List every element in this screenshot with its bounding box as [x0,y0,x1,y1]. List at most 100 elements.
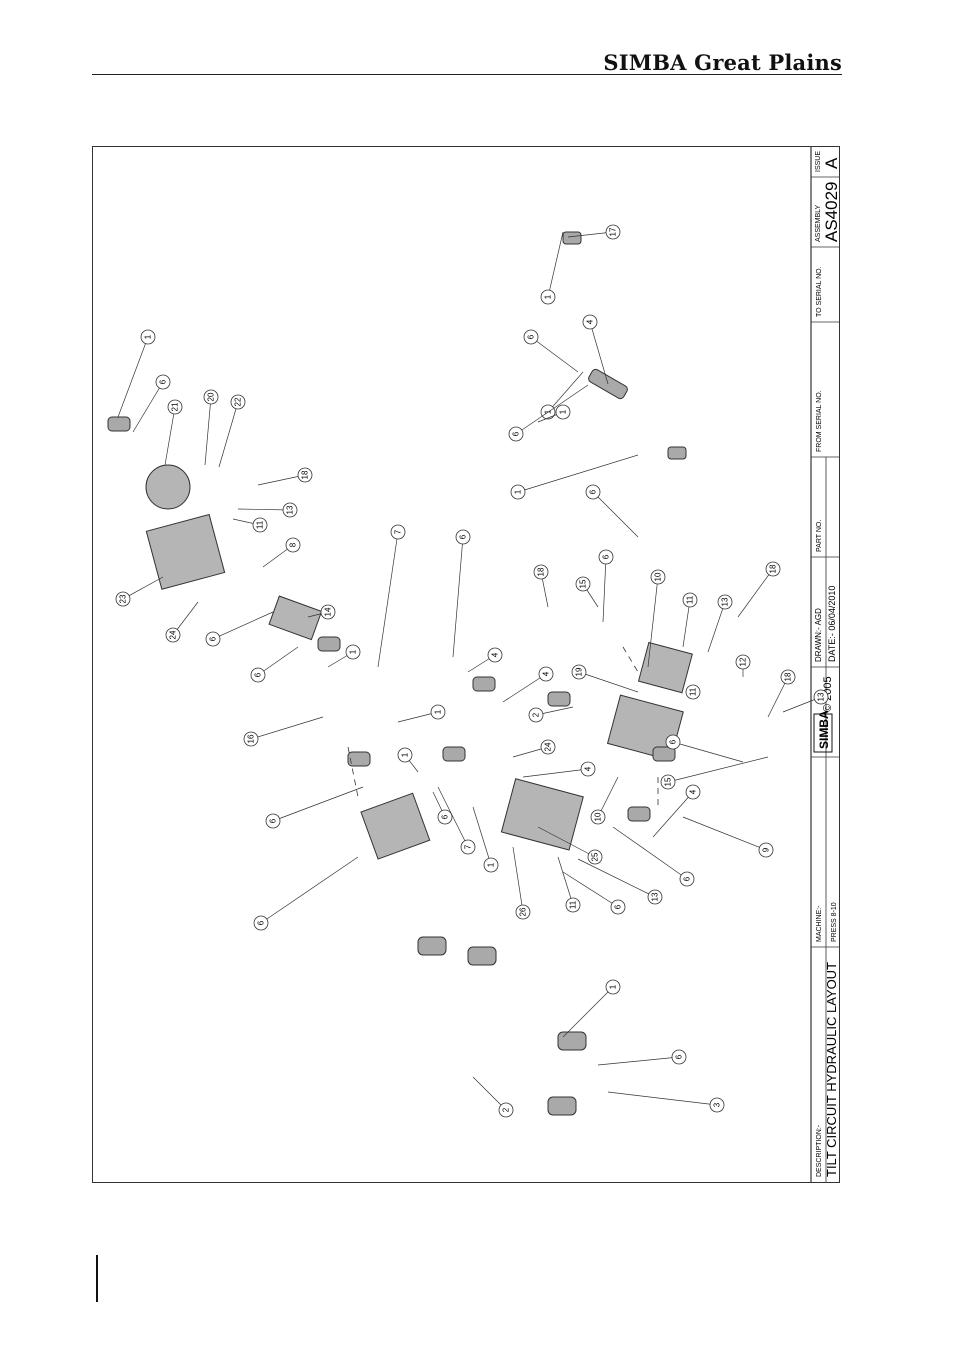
callout-leader [672,741,744,763]
callout-balloon [575,576,591,592]
callout-leader [537,826,596,858]
callout-leader [652,791,694,838]
callout-number: 1 [544,294,553,299]
callout-balloon [709,1097,725,1113]
callout-number: 24 [544,742,553,751]
callout-number: 24 [169,630,178,639]
callout-balloon [455,529,471,545]
coupling-icon [557,1031,587,1051]
coupling-icon [467,946,497,966]
callout-leader [547,231,564,298]
callout-balloon [345,644,361,660]
fitting-icon [547,691,571,707]
callout-number: 13 [651,892,660,901]
callout-balloon [555,404,571,420]
callout-number: 11 [686,595,695,604]
callout-leader [530,336,579,373]
callout-leader [218,401,239,468]
callout-balloon [610,899,626,915]
callout-number: 3 [713,1102,722,1107]
filter-icon [268,595,323,641]
callout-number: 15 [664,777,673,786]
callout-number: 6 [669,739,678,744]
callout-leader [682,599,691,648]
callout-leader [237,508,291,511]
callout-number: 20 [207,392,216,401]
manifold-block-icon [637,641,693,694]
callout-balloon [660,774,676,790]
callout-balloon [155,374,171,390]
fitting-icon [562,231,582,245]
callout-balloon [483,857,499,873]
callout-balloon [523,329,539,345]
callout-number: 23 [119,594,128,603]
callout-number: 1 [544,409,553,414]
callout-number: 4 [689,789,698,794]
callout-leader [117,336,149,418]
callout-number: 13 [817,692,826,701]
callout-leader [512,846,524,913]
callout-leader [578,671,639,693]
callout-number: 1 [559,409,568,414]
callout-leader [597,776,619,818]
brand-title: SIMBA Great Plains [603,50,842,75]
to-serial-label: TO SERIAL NO. [816,266,823,317]
callout-number: 6 [512,431,521,436]
callout-number: 16 [247,734,256,743]
callout-number: 25 [591,852,600,861]
callout-leader [257,474,306,486]
callout-balloon [647,889,663,905]
callout-balloon [717,594,733,610]
callout-balloon [230,394,246,410]
callout-number: 6 [441,814,450,819]
callout-number: 14 [324,607,333,616]
callout-number: 21 [171,402,180,411]
machine-label: MACHINE:- [816,905,823,942]
callout-balloon [528,707,544,723]
fitting-icon [347,751,371,767]
parts [107,231,693,1116]
callout-balloon [533,564,549,580]
callout-number: 4 [586,319,595,324]
callout-number: 6 [614,904,623,909]
drawn-text: DRAWN:- AGD [814,608,823,662]
callout-number: 1 [434,709,443,714]
callout-balloon [140,329,156,345]
callout-leader [164,406,176,466]
callout-balloon [397,747,413,763]
callout-balloon [735,654,751,670]
callout-balloon [765,561,781,577]
callout-balloon [508,426,524,442]
callout-leader [522,768,589,778]
logo-text: SIMBA [817,710,831,749]
callout-balloon [203,389,219,405]
callout-number: 1 [401,752,410,757]
description-label: DESCRIPTION:- [816,1124,823,1177]
callout-leader [452,536,464,658]
callout-number: 18 [769,564,778,573]
callout-leader [562,871,619,908]
callout-balloon [679,871,695,887]
valve-block-icon [145,513,226,590]
callout-number: 6 [589,489,598,494]
callout-number: 7 [394,529,403,534]
callout-leader [597,1056,680,1066]
callout-leader [437,786,469,848]
callout-balloon [585,484,601,500]
page-margin-mark [96,1255,98,1302]
callout-leader [557,856,574,906]
callout-balloon [587,849,603,865]
callout-balloon [165,627,181,643]
callout-balloon [665,734,681,750]
callout-balloon [253,915,269,931]
callout-number: 18 [537,567,546,576]
callout-number: 4 [584,766,593,771]
callout-leader [602,556,607,623]
callout-balloon [598,549,614,565]
callout-number: 6 [209,636,218,641]
assembly-label: ASSEMBLY [815,204,822,242]
callout-leader [250,716,324,740]
date-text: DATE:- 06/04/2010 [827,586,837,662]
callout-leader [577,858,656,898]
pressure-gauge-icon [145,464,191,510]
